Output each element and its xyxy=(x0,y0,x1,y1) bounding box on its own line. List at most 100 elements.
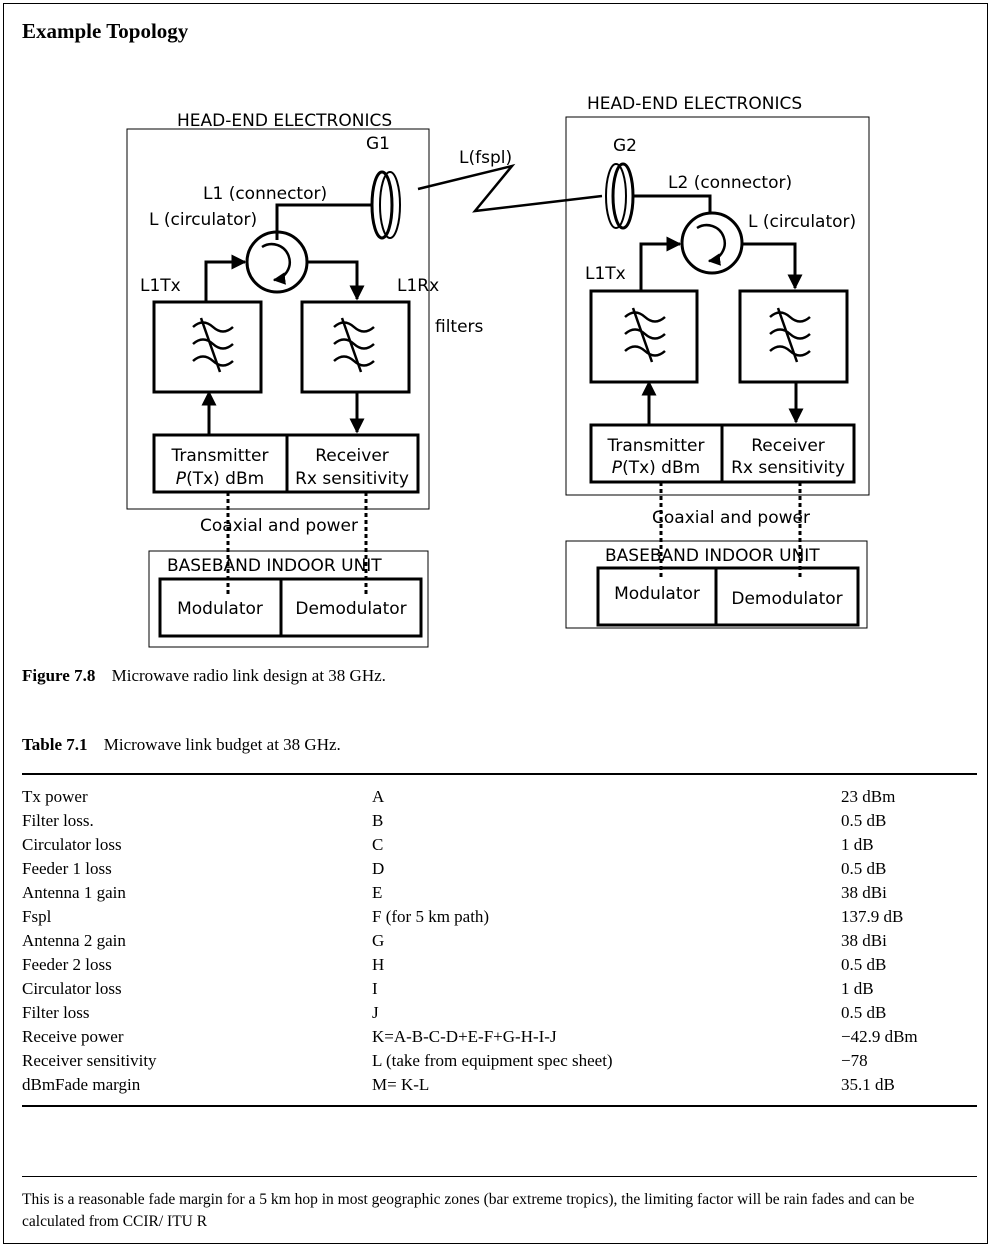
right-circulator xyxy=(680,211,744,275)
right-demodulator-label: Demodulator xyxy=(731,589,842,609)
table-row: Feeder 1 loss D 0.5 dB xyxy=(22,857,977,881)
left-antenna-label: G1 xyxy=(366,134,390,154)
symbol-cell: I xyxy=(372,979,378,998)
right-head-end-label: HEAD-END ELECTRONICS xyxy=(587,94,802,114)
link-label: L(fspl) xyxy=(459,148,512,168)
right-circulator-arrow xyxy=(696,223,726,266)
left-rx-filter-label: L1Rx xyxy=(397,276,439,296)
left-site: HEAD-END ELECTRONICS G1 L1 (connector) L… xyxy=(126,111,484,648)
left-antenna-back xyxy=(379,171,401,239)
right-tx-filter-icon xyxy=(624,307,666,363)
right-coaxial-label: Coaxial and power xyxy=(652,508,810,528)
table-caption-label: Table 7.1 xyxy=(22,735,88,754)
table-row: Circulator loss C 1 dB xyxy=(22,833,977,857)
parameter-cell: Receive power xyxy=(22,1027,124,1046)
table-row: Feeder 2 loss H 0.5 dB xyxy=(22,953,977,977)
left-demodulator-box xyxy=(279,577,423,638)
right-antenna-back xyxy=(605,163,627,229)
right-site: HEAD-END ELECTRONICS G2 L2 (connector) L… xyxy=(565,94,870,629)
left-connector-label: L1 (connector) xyxy=(203,184,327,204)
parameter-cell: Filter loss. xyxy=(22,811,94,830)
left-tx-filter-icon xyxy=(192,317,234,373)
left-coaxial-label: Coaxial and power xyxy=(200,516,358,536)
left-head-end-box xyxy=(126,128,430,510)
topology-diagram: HEAD-END ELECTRONICS G1 L1 (connector) L… xyxy=(126,94,870,648)
parameter-cell: Antenna 2 gain xyxy=(22,931,126,950)
right-transmitter-label: Transmitter xyxy=(607,436,705,456)
left-indoor-unit-box xyxy=(148,550,429,648)
value-cell: 0.5 dB xyxy=(841,955,887,974)
left-rx-sensitivity-label: Rx sensitivity xyxy=(295,469,409,489)
left-modulator-label: Modulator xyxy=(177,599,263,619)
symbol-cell: F (for 5 km path) xyxy=(372,907,490,926)
symbol-cell: D xyxy=(372,859,385,878)
value-cell: 1 dB xyxy=(841,835,874,854)
value-cell: 23 dBm xyxy=(841,787,896,806)
parameter-cell: Filter loss xyxy=(22,1003,90,1022)
figure-caption-text: Microwave radio link design at 38 GHz. xyxy=(111,666,386,685)
figure-caption-label: Figure 7.8 xyxy=(22,666,96,685)
parameter-cell: Antenna 1 gain xyxy=(22,883,126,902)
symbol-cell: H xyxy=(372,955,385,974)
note-text: This is a reasonable fade margin for a 5… xyxy=(22,1191,915,1230)
left-feeder xyxy=(275,203,372,240)
table-top-rule xyxy=(22,773,977,775)
note-rule xyxy=(22,1176,977,1177)
parameter-cell: Circulator loss xyxy=(22,835,122,854)
right-indoor-unit-label: BASEBAND INDOOR UNIT xyxy=(605,546,820,566)
right-tx-filter-label: L1Tx xyxy=(585,264,626,284)
symbol-cell: C xyxy=(372,835,384,854)
parameter-cell: Fspl xyxy=(22,907,52,926)
symbol-cell: G xyxy=(372,931,385,950)
value-cell: 38 dBi xyxy=(841,931,887,950)
value-cell: 0.5 dB xyxy=(841,859,887,878)
value-cell: 35.1 dB xyxy=(841,1075,895,1094)
table-caption: Table 7.1 Microwave link budget at 38 GH… xyxy=(22,735,341,755)
symbol-cell: L (take from equipment spec sheet) xyxy=(372,1051,613,1070)
right-feeder xyxy=(633,194,712,213)
parameter-cell: Feeder 1 loss xyxy=(22,859,112,878)
left-rx-filter-icon xyxy=(333,317,375,373)
left-head-end-label: HEAD-END ELECTRONICS xyxy=(177,111,392,131)
left-circulator xyxy=(245,230,309,294)
right-receiver-label: Receiver xyxy=(751,436,825,456)
symbol-cell: A xyxy=(372,787,385,806)
example-box xyxy=(3,3,988,1244)
right-tx-arrow xyxy=(639,236,682,291)
table-row: Antenna 2 gain G 38 dBi xyxy=(22,929,977,953)
table-row: dBmFade margin M= K-L 35.1 dB xyxy=(22,1073,977,1097)
parameter-cell: Feeder 2 loss xyxy=(22,955,112,974)
right-tx-power-label: P(Tx) dBm xyxy=(612,458,700,478)
filters-label: filters xyxy=(435,317,484,337)
left-transmitter-label: Transmitter xyxy=(171,446,269,466)
left-indoor-unit-label: BASEBAND INDOOR UNIT xyxy=(167,556,382,576)
box-title: Example Topology xyxy=(22,19,189,43)
left-receiver-label: Receiver xyxy=(315,446,389,466)
right-demodulator-box xyxy=(714,566,860,627)
figure-caption: Figure 7.8 Microwave radio link design a… xyxy=(22,666,386,686)
value-cell: 0.5 dB xyxy=(841,811,887,830)
left-demodulator-label: Demodulator xyxy=(295,599,406,619)
right-rx-arrow xyxy=(742,242,803,290)
symbol-cell: M= K-L xyxy=(372,1075,430,1094)
symbol-cell: K=A-B-C-D+E-F+G-H-I-J xyxy=(372,1027,557,1046)
right-connector-label: L2 (connector) xyxy=(668,173,792,193)
right-rx-filter xyxy=(738,289,849,384)
right-modulator-label: Modulator xyxy=(614,584,700,604)
right-rx-sensitivity-label: Rx sensitivity xyxy=(731,458,845,478)
right-head-end-box xyxy=(565,116,870,496)
table-bottom-rule xyxy=(22,1105,977,1107)
value-cell: −78 xyxy=(841,1051,868,1070)
left-tx-filter-label: L1Tx xyxy=(140,276,181,296)
right-indoor-unit-box xyxy=(565,540,868,629)
parameter-cell: dBmFade margin xyxy=(22,1075,141,1094)
symbol-cell: J xyxy=(372,1003,379,1022)
value-cell: 0.5 dB xyxy=(841,1003,887,1022)
